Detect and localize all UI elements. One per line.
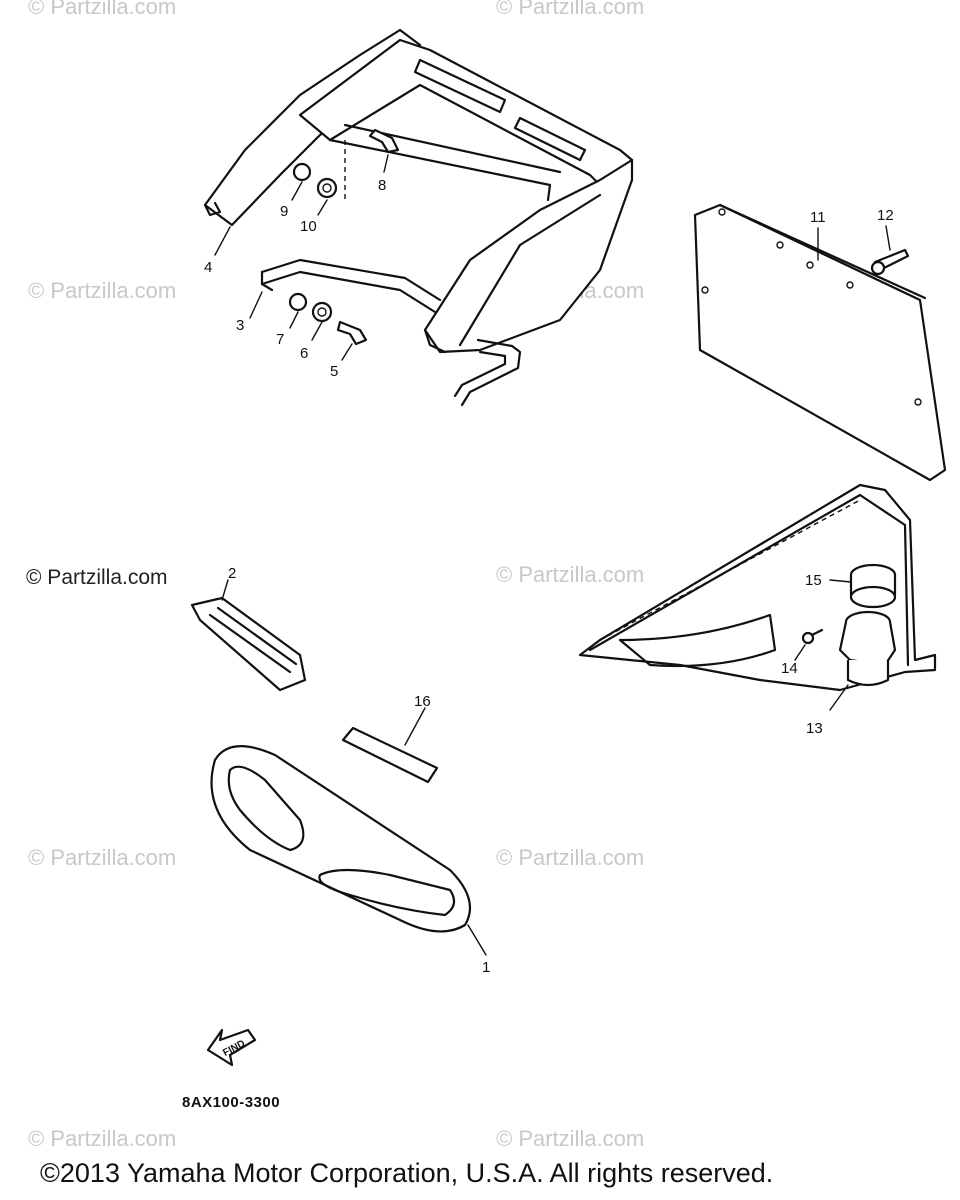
callout-5: 5 bbox=[330, 363, 338, 380]
callout-10: 10 bbox=[300, 218, 317, 235]
watermark: © Partzilla.com bbox=[28, 1126, 177, 1151]
callout-13: 13 bbox=[806, 720, 823, 737]
part-14-screw bbox=[794, 628, 824, 661]
part-4-frame bbox=[203, 28, 634, 354]
part-3-rod bbox=[249, 258, 522, 407]
watermark: © Partzilla.com bbox=[496, 0, 645, 19]
callout-12: 12 bbox=[877, 207, 894, 224]
part-13-cup-holder bbox=[829, 610, 897, 711]
part-1-grille bbox=[210, 745, 487, 956]
callout-1: 1 bbox=[482, 959, 490, 976]
diagram-code: 8AX100-3300 bbox=[182, 1094, 281, 1111]
callout-2: 2 bbox=[228, 565, 236, 582]
callout-4: 4 bbox=[204, 259, 212, 276]
callouts: 1 2 3 4 5 6 7 8 9 10 11 12 13 14 15 16 bbox=[204, 177, 894, 976]
copyright-notice: ©2013 Yamaha Motor Corporation, U.S.A. A… bbox=[40, 1158, 774, 1188]
callout-15: 15 bbox=[805, 572, 822, 589]
watermark: © Partzilla.com bbox=[26, 566, 168, 589]
watermark: © Partzilla.com bbox=[496, 1126, 645, 1151]
callout-11: 11 bbox=[810, 209, 826, 226]
find-arrow-icon: FIND bbox=[206, 1028, 257, 1067]
part-15-cup bbox=[829, 563, 897, 609]
watermark: © Partzilla.com bbox=[28, 278, 177, 303]
watermark: © Partzilla.com bbox=[496, 845, 645, 870]
part-2-housing bbox=[190, 579, 307, 692]
part-12-clip bbox=[870, 225, 910, 276]
callout-16: 16 bbox=[414, 693, 431, 710]
callout-9: 9 bbox=[280, 203, 288, 220]
callout-3: 3 bbox=[236, 317, 244, 334]
callout-7: 7 bbox=[276, 331, 284, 348]
callout-14: 14 bbox=[781, 660, 798, 677]
watermark: © Partzilla.com bbox=[496, 562, 645, 587]
part-16-label bbox=[341, 707, 439, 784]
callout-6: 6 bbox=[300, 345, 308, 362]
watermark: © Partzilla.com bbox=[28, 845, 177, 870]
fasteners bbox=[288, 128, 400, 361]
callout-8: 8 bbox=[378, 177, 386, 194]
watermark: © Partzilla.com bbox=[28, 0, 177, 19]
part-11-cover-panel bbox=[693, 203, 947, 482]
